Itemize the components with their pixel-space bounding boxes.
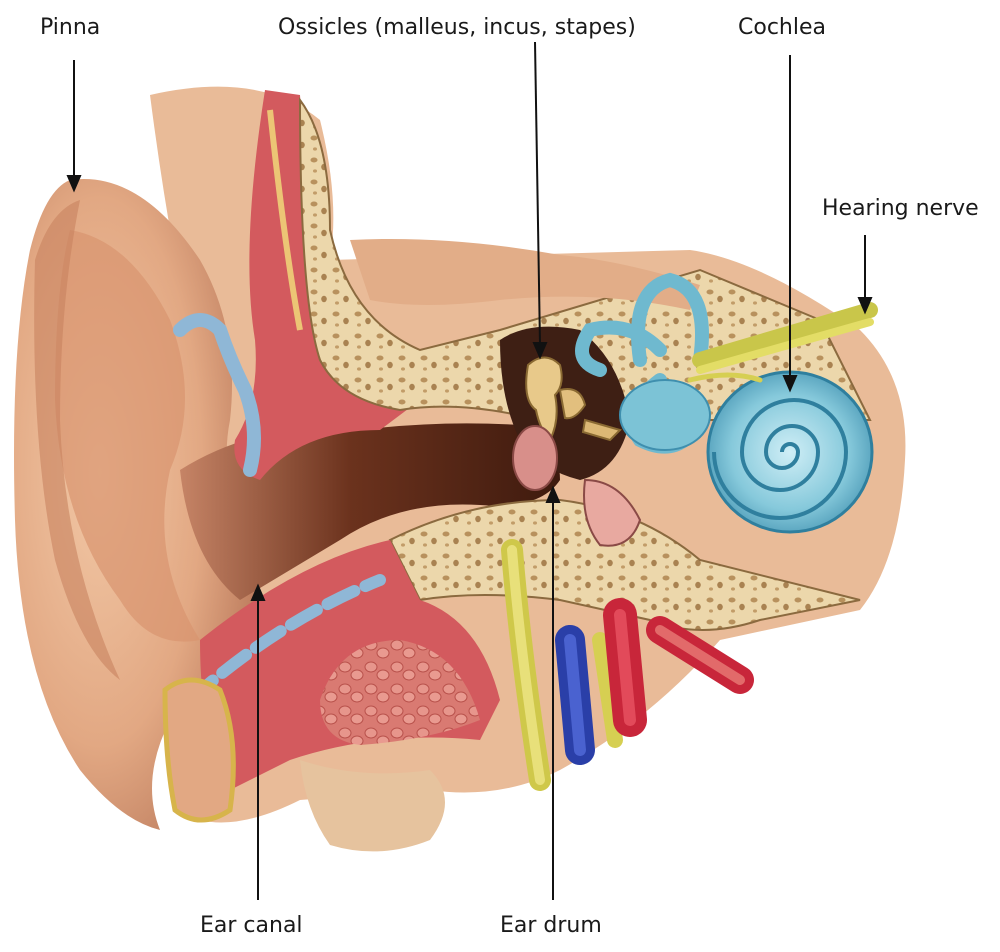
ear-canal-shape [180, 423, 560, 600]
lower-vessels [501, 539, 754, 791]
hearing-nerve-bundle [687, 302, 878, 383]
gland [320, 640, 480, 745]
label-hearing-nerve: Hearing nerve [822, 196, 979, 221]
cochlea-shape [706, 370, 874, 534]
jaw-base [300, 760, 445, 852]
ear-drum-shape [512, 425, 558, 491]
label-ear-canal: Ear canal [200, 913, 303, 938]
label-ear-drum: Ear drum [500, 913, 602, 938]
pinna-helix-shadow [34, 200, 120, 680]
label-cochlea: Cochlea [738, 15, 826, 40]
bone-skin-cover [350, 239, 700, 310]
label-ossicles: Ossicles (malleus, incus, stapes) [278, 15, 636, 40]
lower-pinna-fold [162, 677, 236, 823]
ossicles [525, 356, 622, 442]
label-pinna: Pinna [40, 15, 100, 40]
pointer-arrows [66, 41, 873, 900]
pinna-inner-fold [55, 230, 200, 642]
